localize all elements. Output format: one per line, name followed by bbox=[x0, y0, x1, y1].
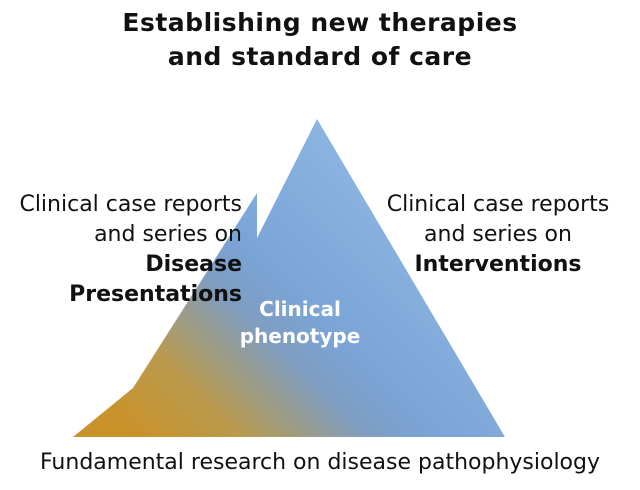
right-label-line-2: and series on bbox=[424, 222, 572, 247]
left-label-line-3: Disease bbox=[145, 252, 242, 277]
left-label-line-1: Clinical case reports bbox=[19, 192, 242, 217]
title-line-2: and standard of care bbox=[167, 42, 473, 71]
title-line-1: Establishing new therapies bbox=[122, 8, 518, 37]
right-label: Clinical case reports and series on Inte… bbox=[378, 190, 618, 280]
left-label-line-2: and series on bbox=[94, 222, 242, 247]
center-label: Clinical phenotype bbox=[230, 296, 370, 350]
diagram-title: Establishing new therapies and standard … bbox=[0, 6, 640, 74]
right-label-line-3: Interventions bbox=[414, 252, 582, 277]
center-label-line-1: Clinical bbox=[259, 297, 341, 321]
right-label-line-1: Clinical case reports bbox=[386, 192, 610, 217]
center-label-line-2: phenotype bbox=[239, 324, 361, 348]
bottom-label: Fundamental research on disease pathophy… bbox=[39, 450, 600, 475]
left-label-line-4: Presentations bbox=[69, 282, 242, 307]
pyramid-shape bbox=[73, 119, 505, 437]
left-label: Clinical case reports and series on Dise… bbox=[6, 190, 242, 310]
